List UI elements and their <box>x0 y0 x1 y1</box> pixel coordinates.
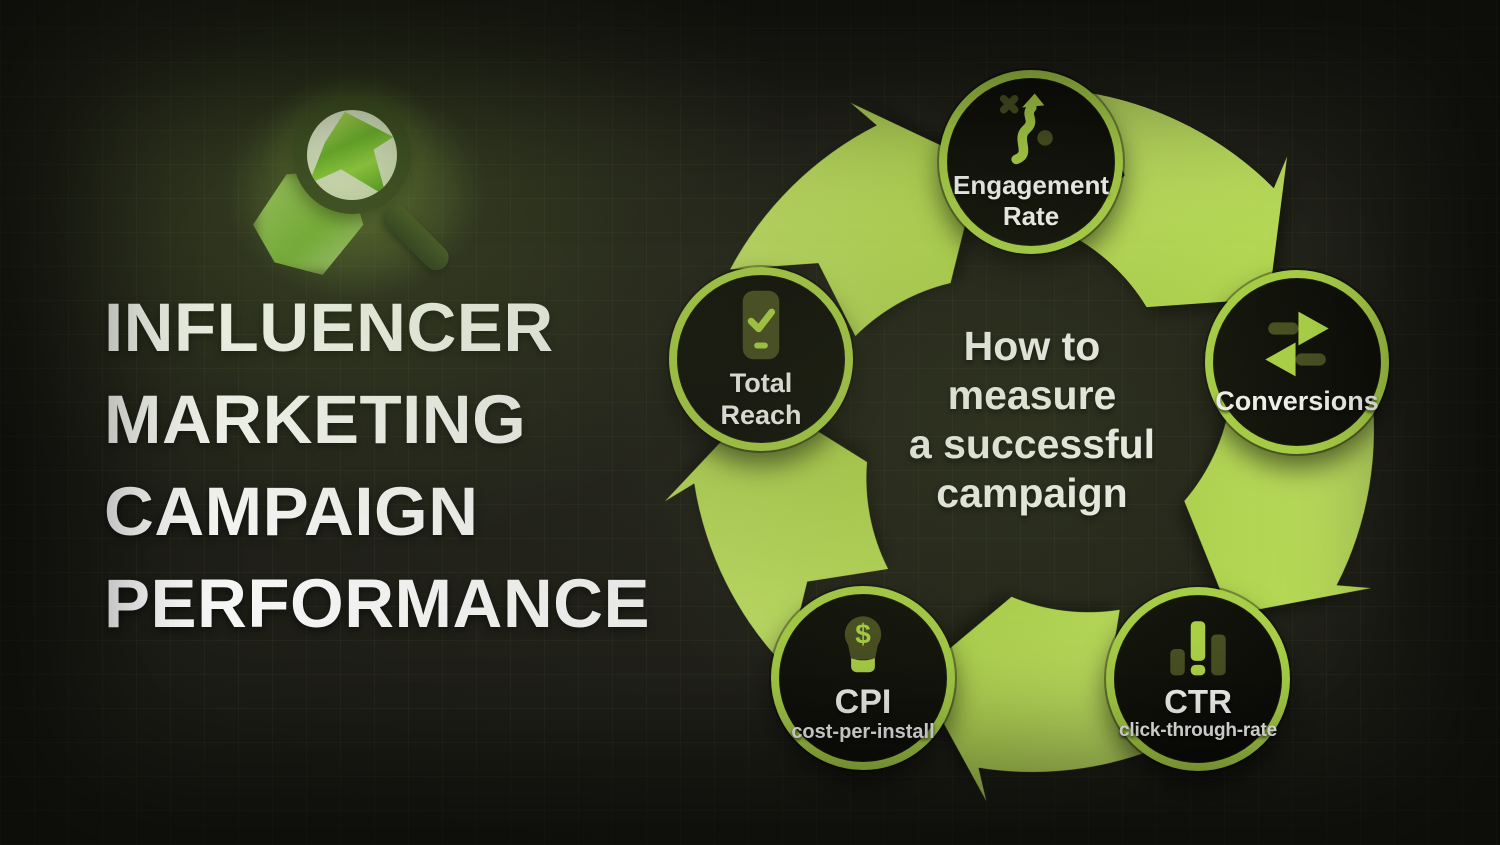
node-cpi: $ CPI cost-per-install <box>771 586 955 770</box>
transfer-arrows-icon <box>1265 311 1329 376</box>
title-line: PERFORMANCE <box>104 565 651 642</box>
magnifier-lens <box>293 96 411 214</box>
node-engagement-rate: Engagement Rate <box>939 70 1123 254</box>
gem-shape <box>308 111 394 197</box>
strategy-route-icon <box>999 93 1053 165</box>
title-line: MARKETING <box>104 381 527 458</box>
center-line: measure <box>947 372 1117 418</box>
title-line: INFLUENCER <box>104 289 554 366</box>
title-line: CAMPAIGN <box>104 473 479 550</box>
center-question: How to measure a successful campaign <box>872 322 1192 518</box>
dollar-lightbulb-icon: $ <box>844 616 882 673</box>
node-label: CTR <box>1164 683 1232 720</box>
node-label: Total Reach <box>720 368 802 430</box>
node-conversions: Conversions <box>1205 270 1389 454</box>
magnifier-gem-icon <box>190 50 520 330</box>
center-line: campaign <box>936 470 1128 516</box>
center-line: How to <box>963 323 1101 369</box>
node-sublabel: click-through-rate <box>1119 720 1277 741</box>
node-ctr: CTR click-through-rate <box>1106 587 1290 771</box>
phone-check-icon <box>742 290 780 360</box>
center-line: a successful <box>908 421 1156 467</box>
page-title: INFLUENCER MARKETING CAMPAIGN PERFORMANC… <box>104 282 724 650</box>
node-label: Engagement Rate <box>952 170 1110 231</box>
node-label: CPI <box>834 683 892 721</box>
node-label: Conversions <box>1215 385 1379 416</box>
bar-chart-icon <box>1170 621 1226 676</box>
node-sublabel: cost-per-install <box>791 721 935 743</box>
dollar-sign: $ <box>855 619 871 650</box>
node-total-reach: Total Reach <box>669 267 853 451</box>
